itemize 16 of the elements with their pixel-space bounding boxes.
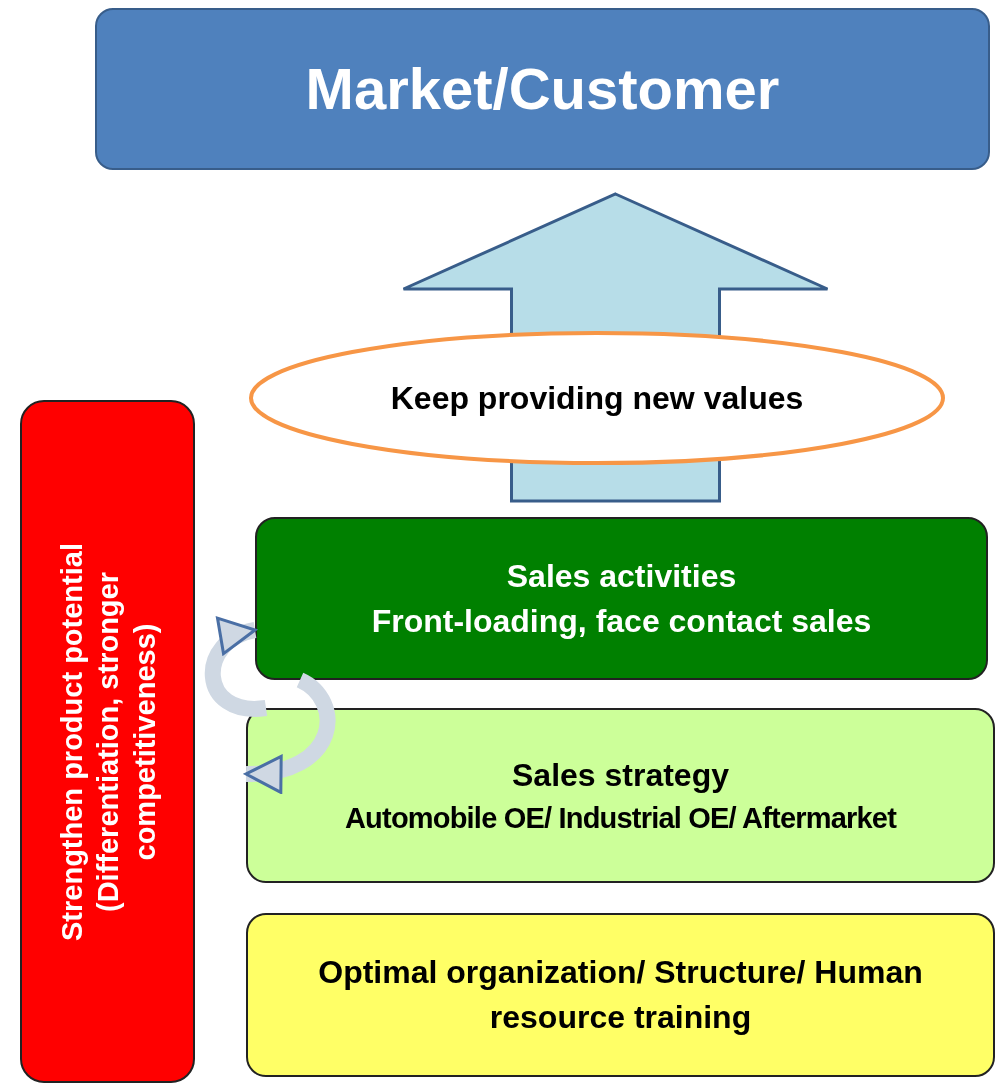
activities-box	[255, 517, 988, 680]
organization-box	[246, 913, 995, 1077]
box-heading: Sales strategy	[512, 755, 729, 795]
box-text: Automobile OE/ Industrial OE/ Aftermarket	[344, 800, 897, 836]
box-heading: Keep providing new values	[390, 378, 804, 418]
banner-text: Strengthen product potential (Differentiation, stronger competitiveness)	[54, 541, 162, 943]
box-text: Front-loading, face contact sales	[371, 601, 872, 641]
box-heading: Sales activities	[506, 556, 737, 596]
strategy-box	[246, 708, 995, 883]
market-box	[95, 8, 990, 170]
side-banner	[20, 400, 195, 1083]
value-ellipse	[248, 330, 946, 466]
cycle-arrow	[244, 673, 336, 792]
box-heading: Market/Customer	[305, 55, 780, 124]
block-arrow	[402, 192, 829, 503]
box-heading: Optimal organization/ Structure/ Human resource training	[317, 953, 924, 1037]
